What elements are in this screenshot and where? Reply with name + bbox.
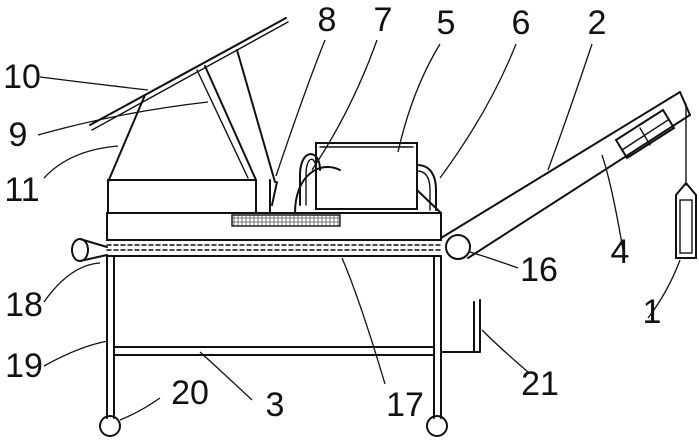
label-4: 4 bbox=[611, 233, 630, 271]
label-16: 16 bbox=[520, 251, 558, 289]
label-18: 18 bbox=[5, 286, 43, 324]
hanging-weight bbox=[675, 103, 697, 259]
label-7: 7 bbox=[374, 1, 393, 39]
label-21: 21 bbox=[521, 365, 559, 403]
heater-tube bbox=[299, 153, 437, 211]
inlet-pipe bbox=[71, 238, 108, 262]
leader-lines bbox=[37, 39, 681, 421]
outlet-tray bbox=[440, 299, 481, 353]
hydraulic-cylinder bbox=[614, 108, 676, 160]
inclined-cover-plate bbox=[89, 17, 289, 131]
label-11: 11 bbox=[4, 171, 39, 209]
label-17: 17 bbox=[386, 386, 424, 424]
label-3: 3 bbox=[266, 386, 285, 424]
wheel-left bbox=[99, 415, 121, 437]
conveyor-belt bbox=[106, 239, 442, 257]
upper-box bbox=[107, 179, 271, 214]
guide-channel bbox=[271, 165, 341, 214]
label-2: 2 bbox=[588, 4, 607, 42]
label-6: 6 bbox=[512, 4, 531, 42]
frame bbox=[106, 255, 442, 419]
roller bbox=[445, 234, 471, 260]
reference-labels: 10 9 11 8 7 5 6 2 4 1 16 17 18 19 3 20 2… bbox=[3, 1, 661, 424]
support-struts bbox=[107, 49, 276, 183]
label-9: 9 bbox=[9, 116, 28, 154]
wheel-right bbox=[426, 415, 448, 437]
label-1: 1 bbox=[643, 293, 662, 331]
heating-plate bbox=[231, 214, 341, 227]
motor-box bbox=[315, 142, 418, 210]
inclined-conveyor bbox=[440, 91, 691, 259]
label-8: 8 bbox=[318, 1, 337, 39]
label-19: 19 bbox=[5, 347, 43, 385]
label-5: 5 bbox=[437, 4, 456, 42]
label-20: 20 bbox=[171, 374, 209, 412]
label-10: 10 bbox=[3, 58, 41, 96]
